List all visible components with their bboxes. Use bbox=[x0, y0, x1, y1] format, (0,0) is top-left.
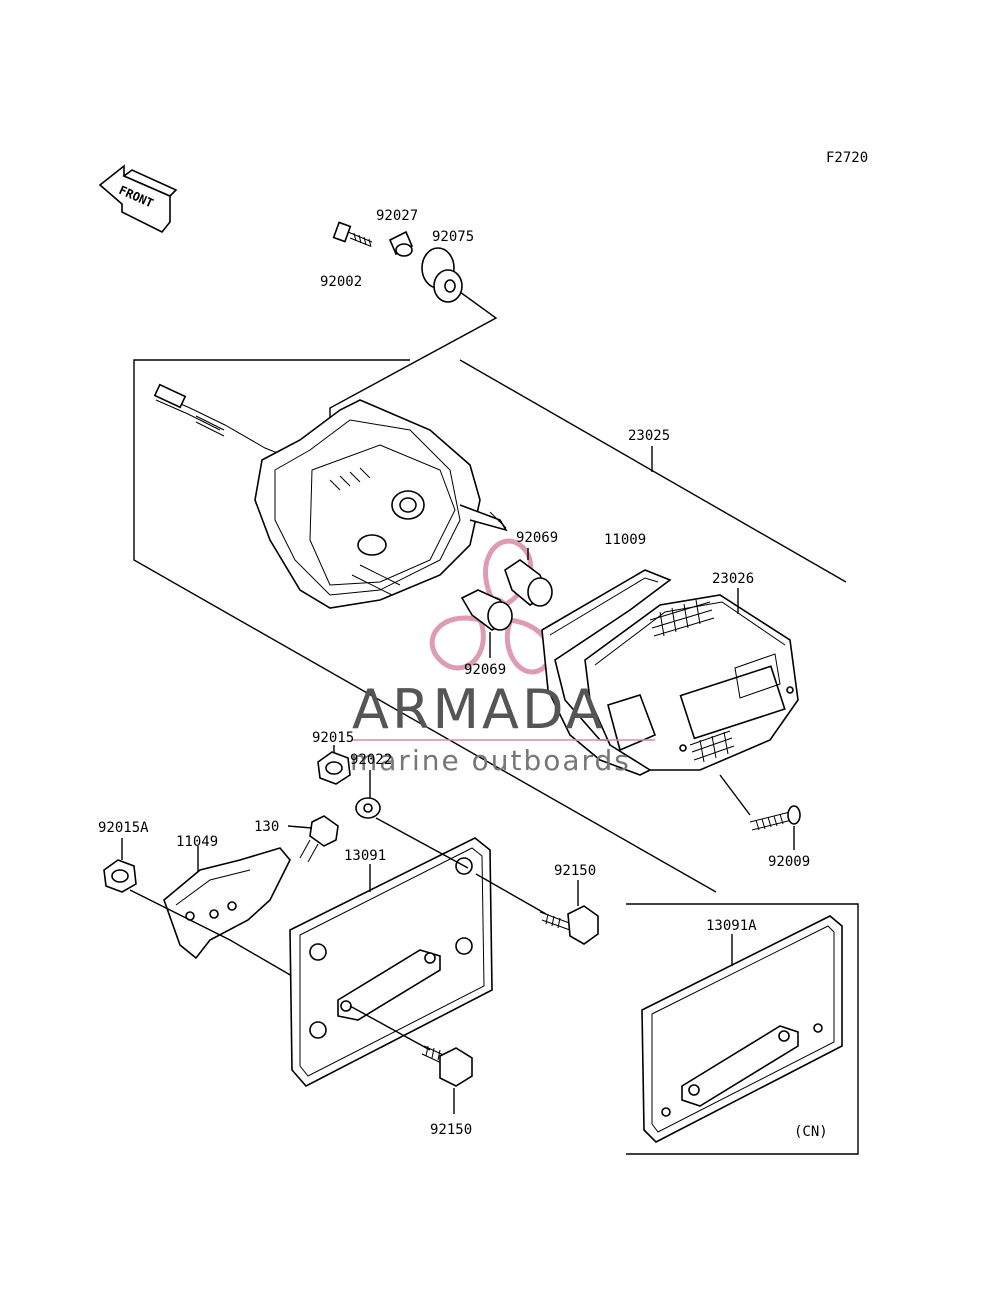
watermark-brand: ARMADA bbox=[352, 678, 606, 741]
screw-92009 bbox=[749, 805, 801, 831]
bolt-92150-bottom bbox=[421, 1045, 473, 1087]
nut-92015A bbox=[103, 859, 137, 893]
label-92002: 92002 bbox=[320, 274, 362, 290]
label-13091: 13091 bbox=[344, 848, 386, 864]
lens-23026 bbox=[584, 594, 799, 771]
label-13091A: 13091A bbox=[706, 918, 757, 934]
label-92150-right: 92150 bbox=[554, 863, 596, 879]
bolt-92002 bbox=[332, 221, 373, 248]
label-130: 130 bbox=[254, 819, 279, 835]
label-92009: 92009 bbox=[768, 854, 810, 870]
grommet-92075 bbox=[421, 247, 463, 303]
leader-92009-screw bbox=[719, 774, 751, 816]
label-23026: 23026 bbox=[712, 571, 754, 587]
label-11049: 11049 bbox=[176, 834, 218, 850]
bolt-92150-right bbox=[539, 905, 599, 945]
label-23025: 23025 bbox=[628, 428, 670, 444]
bulb-92069-top bbox=[504, 559, 553, 607]
variant-label: (CN) bbox=[794, 1124, 828, 1140]
leader-92075 bbox=[329, 291, 498, 420]
collar-92027 bbox=[388, 230, 414, 257]
label-92069-bottom: 92069 bbox=[464, 662, 506, 678]
bolt-130 bbox=[299, 815, 339, 863]
leader-130 bbox=[287, 825, 313, 829]
leader-92150-bottom-plate bbox=[349, 1005, 431, 1051]
assembly-outline bbox=[133, 359, 717, 893]
leader-washer-plate bbox=[375, 817, 469, 869]
bracket-11049 bbox=[163, 847, 291, 960]
label-11009: 11009 bbox=[604, 532, 646, 548]
label-92015: 92015 bbox=[312, 730, 354, 746]
label-92150-bottom: 92150 bbox=[430, 1122, 472, 1138]
label-92027: 92027 bbox=[376, 208, 418, 224]
leader-92150-right-plate bbox=[475, 873, 547, 915]
plate-frame-13091A bbox=[641, 915, 843, 1143]
assembly-outline-right bbox=[459, 359, 847, 583]
label-92022: 92022 bbox=[350, 752, 392, 768]
front-arrow-icon: FRONT bbox=[98, 164, 178, 234]
label-92075: 92075 bbox=[432, 229, 474, 245]
plate-frame-13091 bbox=[289, 837, 493, 1087]
nut-92015 bbox=[317, 751, 351, 785]
label-92069-top: 92069 bbox=[516, 530, 558, 546]
leader-bracket-plate bbox=[129, 889, 293, 977]
figure-code: F2720 bbox=[826, 150, 868, 166]
watermark-tagline: marine outboards bbox=[350, 744, 631, 777]
label-92015A: 92015A bbox=[98, 820, 149, 836]
wire-harness bbox=[153, 383, 291, 459]
bulb-92069-bottom bbox=[460, 589, 513, 631]
variant-box bbox=[626, 903, 859, 1155]
washer-92022 bbox=[355, 797, 381, 819]
taillight-housing bbox=[254, 399, 508, 609]
